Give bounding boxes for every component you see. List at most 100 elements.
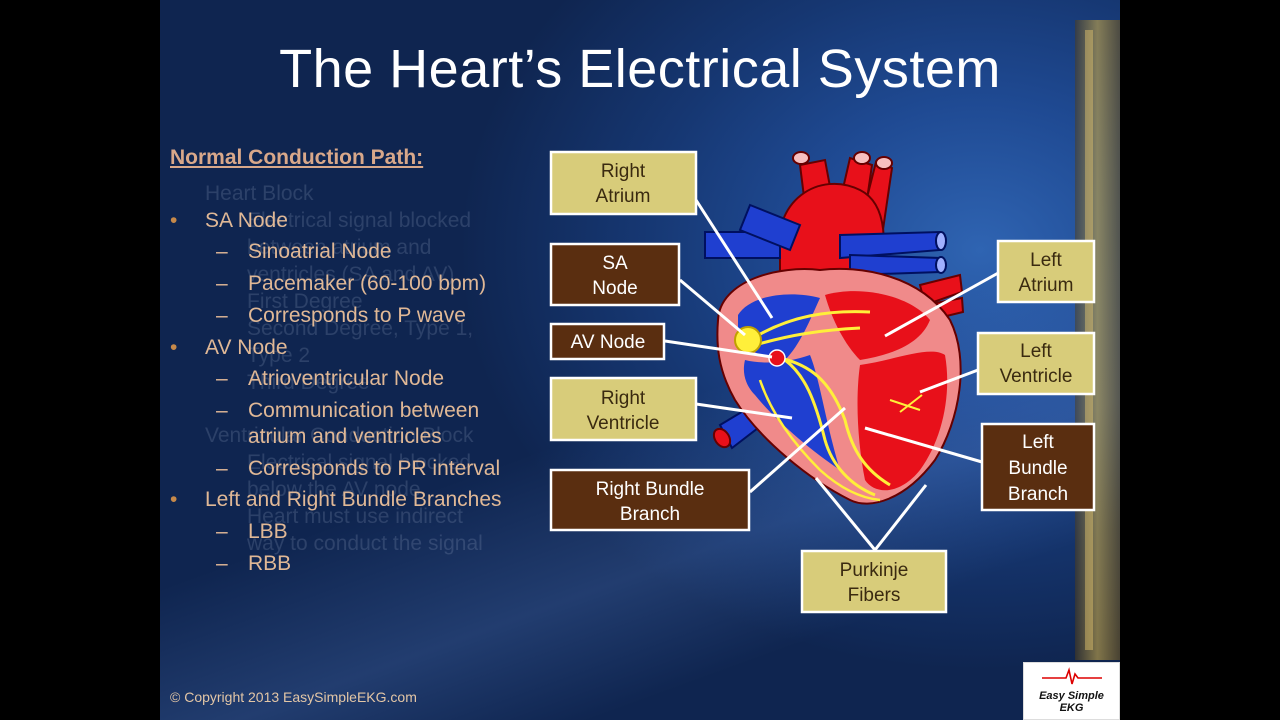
sub-bullet: –Corresponds to PR interval — [216, 457, 501, 480]
label-right-ventricle-line1: Right — [601, 388, 646, 409]
label-right-atrium: Right Atrium — [549, 150, 698, 216]
leader-right-ventricle — [695, 402, 793, 420]
label-left-atrium-line2: Atrium — [1019, 275, 1074, 296]
label-right-bundle-line2: Branch — [620, 504, 680, 525]
leader-purkinje-b — [873, 484, 928, 551]
slide-title: The Heart’s Electrical System — [279, 39, 1001, 99]
section-heading: Normal Conduction Path: — [170, 146, 424, 169]
conduction-pathway — [758, 379, 881, 502]
leader-left-ventricle — [919, 368, 979, 394]
leader-right-bundle — [749, 406, 846, 494]
sub-bullet: –Sinoatrial Node — [216, 240, 392, 263]
leader-left-bundle — [864, 426, 983, 464]
ghost-line: Third Degree — [247, 371, 370, 394]
ghost-text-layer: Heart Block Electrical signal blocked be… — [205, 180, 483, 557]
ghost-line: Second Degree, Type 1, — [247, 317, 474, 340]
bullet-marker: • — [170, 488, 178, 511]
sub-bullet-label: atrium and ventricles — [248, 425, 442, 448]
leader-left-atrium — [884, 270, 1001, 338]
label-sa-node-line1: SA — [602, 253, 628, 274]
leader-right-atrium — [694, 199, 774, 319]
vessel-opening — [853, 151, 871, 165]
label-left-ventricle-line2: Ventricle — [1000, 366, 1073, 387]
logo-line2: EKG — [1059, 702, 1084, 714]
sub-bullet-label: Communication between — [248, 399, 480, 422]
logo-line1: Easy Simple — [1039, 690, 1104, 702]
label-right-bundle-line1: Right Bundle — [596, 479, 705, 500]
sub-bullet: –Pacemaker (60-100 bpm) — [216, 272, 487, 295]
vessel-opening — [712, 427, 732, 449]
heart-illustration — [704, 151, 965, 505]
ghost-line: below the AV node — [247, 478, 421, 501]
label-purkinje-fibers: Purkinje Fibers — [800, 549, 948, 614]
vessel-opening — [792, 151, 810, 165]
sub-bullet: –LBB — [216, 520, 288, 543]
ghost-line: ventricles (SA and AV) — [247, 263, 455, 286]
label-av-node: AV Node — [549, 322, 666, 361]
ghost-line: way to conduct the signal — [247, 532, 483, 555]
vena-cava — [738, 203, 802, 252]
sub-bullet-label: RBB — [248, 552, 292, 575]
bullet-bundle-branches: • Left and Right Bundle Branches — [170, 488, 502, 512]
bullet-marker: • — [170, 209, 178, 232]
conduction-pathway — [779, 356, 891, 487]
pulmonary-vein — [839, 230, 941, 260]
label-right-atrium-line1: Right — [601, 161, 646, 182]
left-atrium-chamber — [825, 291, 930, 360]
vessel-opening — [935, 256, 947, 274]
sub-bullet: –Atrioventricular Node — [216, 367, 445, 390]
leader-lines — [664, 199, 1001, 551]
sub-bullet: –Communication between — [216, 399, 480, 422]
left-ventricle-chamber — [857, 351, 948, 491]
label-right-atrium-line2: Atrium — [596, 186, 651, 207]
label-left-atrium: Left Atrium — [996, 239, 1096, 304]
conduction-pathway — [784, 358, 876, 497]
ghost-line: Electrical signal blocked — [247, 209, 472, 232]
label-left-bundle-line2: Bundle — [1008, 458, 1067, 479]
label-sa-node: SA Node — [549, 242, 681, 307]
conduction-pathway — [754, 326, 861, 347]
label-left-atrium-line1: Left — [1030, 250, 1062, 271]
label-right-bundle-branch: Right Bundle Branch — [549, 468, 751, 532]
easy-simple-ekg-logo: Easy Simple EKG — [1023, 662, 1120, 720]
label-left-bundle-branch: Left Bundle Branch — [980, 422, 1096, 512]
sub-bullet: –Corresponds to P wave — [216, 304, 466, 327]
leader-sa-node — [679, 278, 746, 337]
leader-purkinje-a — [814, 477, 877, 551]
vessel-opening — [935, 231, 947, 251]
slide: The Heart’s Electrical System Heart Bloc… — [160, 0, 1120, 720]
label-right-ventricle-line2: Ventricle — [587, 413, 660, 434]
bullet-sa-node: •SA Node — [170, 209, 288, 233]
sub-bullet: –RBB — [216, 552, 292, 575]
conduction-pathway — [889, 394, 923, 413]
ghost-line: Heart must use indirect — [247, 505, 463, 528]
label-purkinje-line1: Purkinje — [840, 560, 909, 581]
sub-bullet-label: Pacemaker (60-100 bpm) — [248, 272, 487, 295]
copyright-text: © Copyright 2013 EasySimpleEKG.com — [170, 689, 417, 705]
ghost-line: Type 2 — [247, 344, 311, 367]
vessel-opening — [875, 156, 893, 170]
sub-bullet-label: Sinoatrial Node — [248, 240, 392, 263]
ghost-line: between atrium and — [247, 236, 432, 259]
label-sa-node-line2: Node — [592, 278, 637, 299]
ghost-line: Heart Block — [205, 182, 314, 205]
conduction-pathway — [749, 310, 871, 342]
ekg-waveform-icon — [1041, 667, 1102, 685]
heart-diagram: Right Atrium SA Node AV Node Right Ventr… — [549, 150, 1096, 614]
bullet-marker: • — [170, 336, 178, 359]
sub-bullet-label: LBB — [248, 520, 288, 543]
ghost-line: Electrical signal blocked — [247, 451, 472, 474]
bullet-av-node: • AV Node — [170, 336, 288, 360]
ghost-line: Ventricular Conduction Block — [205, 424, 474, 447]
bullet-label: Left and Right Bundle Branches — [205, 488, 502, 511]
label-av-node-line1: AV Node — [571, 332, 646, 353]
sub-bullet-continuation: atrium and ventricles — [248, 425, 442, 449]
leader-av-node — [664, 339, 773, 359]
right-ventricle-chamber — [743, 355, 840, 470]
sub-bullet-label: Corresponds to P wave — [248, 304, 466, 327]
ghost-line: First Degree — [247, 290, 363, 313]
label-right-ventricle: Right Ventricle — [549, 376, 698, 442]
sub-bullet-label: Atrioventricular Node — [248, 367, 445, 390]
label-left-ventricle-line1: Left — [1020, 341, 1052, 362]
bullet-label: AV Node — [205, 336, 288, 359]
